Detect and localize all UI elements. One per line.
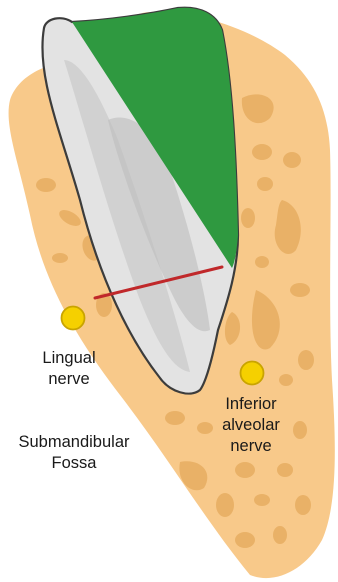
inferior-alveolar-nerve-label: Inferior alveolar nerve — [206, 394, 296, 457]
ian-label-line-1: Inferior — [206, 394, 296, 415]
lingual-nerve-marker — [62, 307, 85, 330]
inferior-alveolar-nerve-marker — [241, 362, 264, 385]
submandibular-fossa-label: Submandibular Fossa — [0, 432, 148, 474]
ian-label-line-2: alveolar — [206, 415, 296, 436]
submandibular-label-line-2: Fossa — [0, 453, 148, 474]
ian-label-line-3: nerve — [206, 436, 296, 457]
lingual-label-line-2: nerve — [24, 369, 114, 390]
submandibular-label-line-1: Submandibular — [0, 432, 148, 453]
lingual-nerve-label: Lingual nerve — [24, 348, 114, 390]
lingual-label-line-1: Lingual — [24, 348, 114, 369]
